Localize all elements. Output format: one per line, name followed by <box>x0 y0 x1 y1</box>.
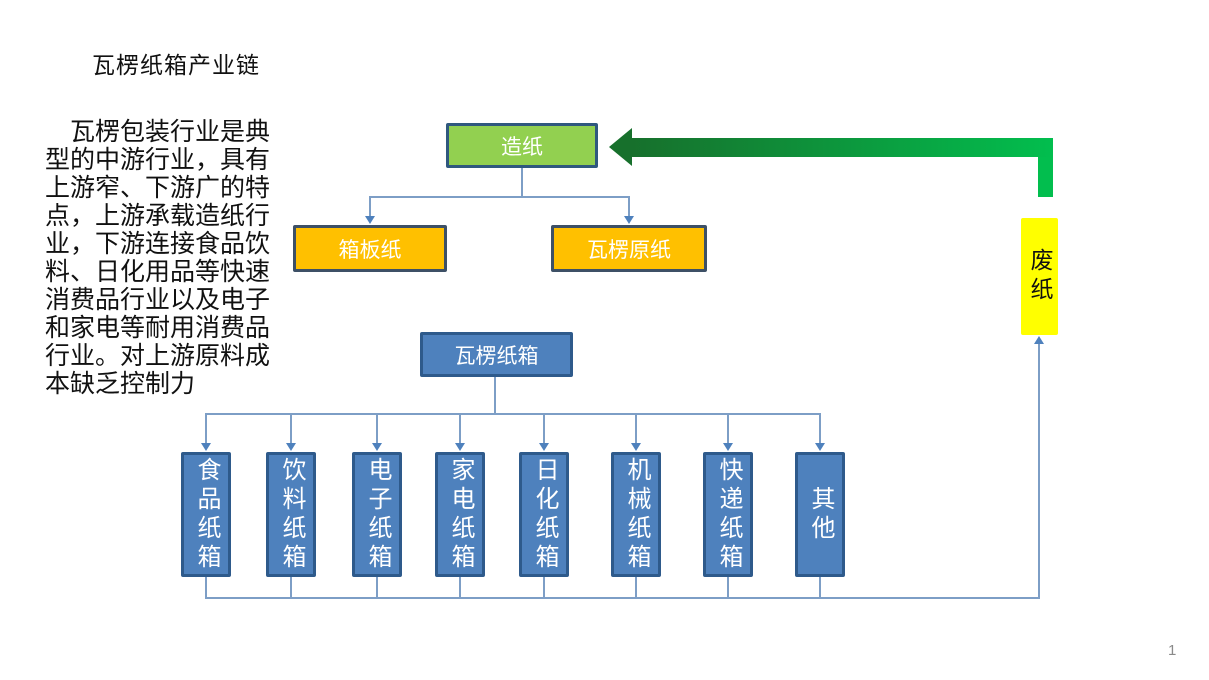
node-electronics-carton: 电子纸箱 <box>352 452 402 577</box>
recycle-arrow-elbow <box>1038 157 1053 197</box>
node-beverage-carton-label: 饮料纸箱 <box>278 456 305 573</box>
connector-downstream-stem <box>727 413 729 444</box>
connector-recycle-bus <box>205 597 1040 599</box>
node-food-carton-label: 食品纸箱 <box>193 456 220 573</box>
connector-downstream-stem <box>205 413 207 444</box>
arrowhead-downstream-icon <box>455 443 465 451</box>
node-electronics-carton-label: 电子纸箱 <box>364 456 391 573</box>
connector-containerboard-stem <box>369 196 371 217</box>
node-containerboard-label: 箱板纸 <box>338 238 402 262</box>
arrowhead-downstream-icon <box>815 443 825 451</box>
arrowhead-medium-icon <box>624 216 634 224</box>
arrowhead-downstream-icon <box>539 443 549 451</box>
connector-downstream-stem <box>290 413 292 444</box>
arrowhead-downstream-icon <box>372 443 382 451</box>
node-express-carton-label: 快递纸箱 <box>715 456 742 573</box>
node-waste-paper-label: 废纸 <box>1027 247 1053 306</box>
connector-downstream-stem <box>376 413 378 444</box>
node-waste-paper: 废纸 <box>1021 218 1058 335</box>
node-daily-chemical-carton: 日化纸箱 <box>519 452 569 577</box>
node-appliance-carton: 家电纸箱 <box>435 452 485 577</box>
arrowhead-wastepaper-icon <box>1034 336 1044 344</box>
connector-medium-stem <box>628 196 630 217</box>
node-corrugated-box-label: 瓦楞纸箱 <box>454 344 539 368</box>
arrowhead-downstream-icon <box>723 443 733 451</box>
connector-recycle-drop <box>543 577 545 599</box>
arrowhead-downstream-icon <box>286 443 296 451</box>
node-food-carton: 食品纸箱 <box>181 452 231 577</box>
connector-wastepaper-riser <box>1038 344 1040 599</box>
page-title: 瓦楞纸箱产业链 <box>92 52 260 78</box>
connector-papermaking-bus <box>370 196 630 198</box>
recycle-arrow-bar <box>632 138 1053 157</box>
connector-recycle-drop <box>376 577 378 599</box>
node-paper-making: 造纸 <box>446 123 598 168</box>
node-appliance-carton-label: 家电纸箱 <box>447 456 474 573</box>
connector-downstream-stem <box>459 413 461 444</box>
node-corrugated-box: 瓦楞纸箱 <box>420 332 573 377</box>
node-machinery-carton-label: 机械纸箱 <box>623 456 650 573</box>
page-number: 1 <box>1168 642 1177 659</box>
node-others-label: 其他 <box>807 485 834 544</box>
intro-paragraph: 瓦楞包装行业是典 型的中游行业，具有 上游窄、下游广的特 点，上游承载造纸行 业… <box>45 118 271 398</box>
connector-recycle-drop <box>819 577 821 599</box>
node-containerboard: 箱板纸 <box>293 225 447 272</box>
node-paper-making-label: 造纸 <box>501 135 543 159</box>
connector-downstream-bus <box>205 413 821 415</box>
connector-recycle-drop <box>727 577 729 599</box>
node-express-carton: 快递纸箱 <box>703 452 753 577</box>
node-corrugating-medium-label: 瓦楞原纸 <box>587 238 671 262</box>
connector-recycle-drop <box>205 577 207 599</box>
node-others: 其他 <box>795 452 845 577</box>
node-corrugating-medium: 瓦楞原纸 <box>551 225 707 272</box>
arrowhead-downstream-icon <box>631 443 641 451</box>
arrowhead-downstream-icon <box>201 443 211 451</box>
connector-recycle-drop <box>635 577 637 599</box>
arrowhead-containerboard-icon <box>365 216 375 224</box>
recycle-arrow-head-icon <box>609 128 632 166</box>
connector-downstream-stem <box>819 413 821 444</box>
connector-corrugatedbox-stem <box>494 377 496 415</box>
connector-recycle-drop <box>290 577 292 599</box>
connector-recycle-drop <box>459 577 461 599</box>
connector-downstream-stem <box>635 413 637 444</box>
connector-downstream-stem <box>543 413 545 444</box>
node-beverage-carton: 饮料纸箱 <box>266 452 316 577</box>
node-daily-chemical-carton-label: 日化纸箱 <box>531 456 558 573</box>
node-machinery-carton: 机械纸箱 <box>611 452 661 577</box>
connector-papermaking-stem <box>521 168 523 197</box>
